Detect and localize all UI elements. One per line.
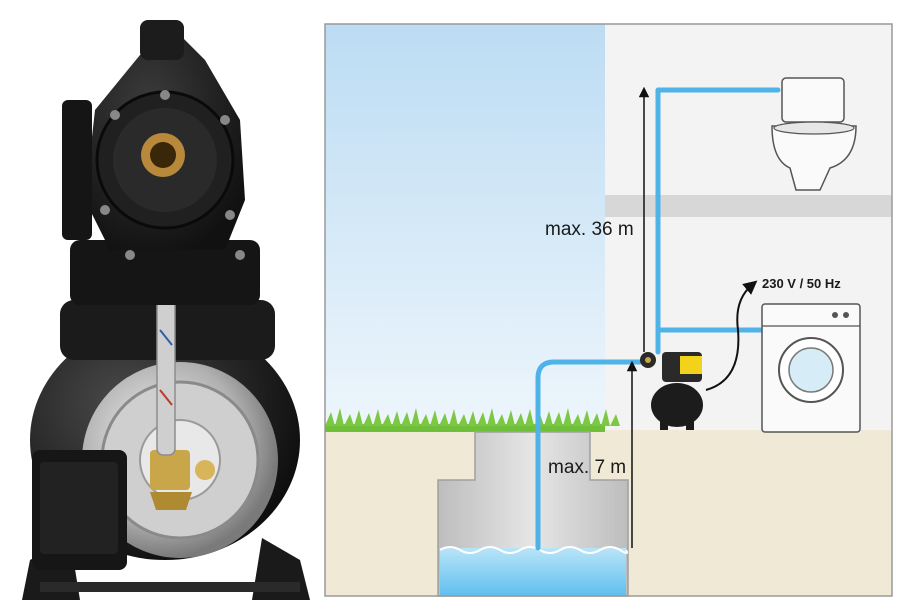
riser-pipe bbox=[655, 87, 781, 355]
power-cable bbox=[705, 280, 758, 391]
suction-pipe bbox=[535, 359, 643, 551]
well bbox=[437, 431, 629, 597]
toilet-icon bbox=[771, 77, 857, 191]
washing-machine-icon bbox=[761, 303, 861, 433]
pump-photo bbox=[22, 20, 310, 600]
floor-slab bbox=[605, 195, 892, 217]
water-pipes bbox=[535, 87, 781, 551]
max-suction-label: max. 7 m bbox=[548, 457, 627, 478]
installation-diagram bbox=[324, 23, 893, 597]
grass bbox=[325, 408, 620, 432]
pump-icon bbox=[640, 352, 703, 430]
diagram-frame bbox=[324, 23, 893, 597]
max-height-label: max. 36 m bbox=[545, 219, 634, 240]
power-label: 230 V / 50 Hz bbox=[762, 276, 841, 291]
well-water bbox=[440, 548, 626, 596]
